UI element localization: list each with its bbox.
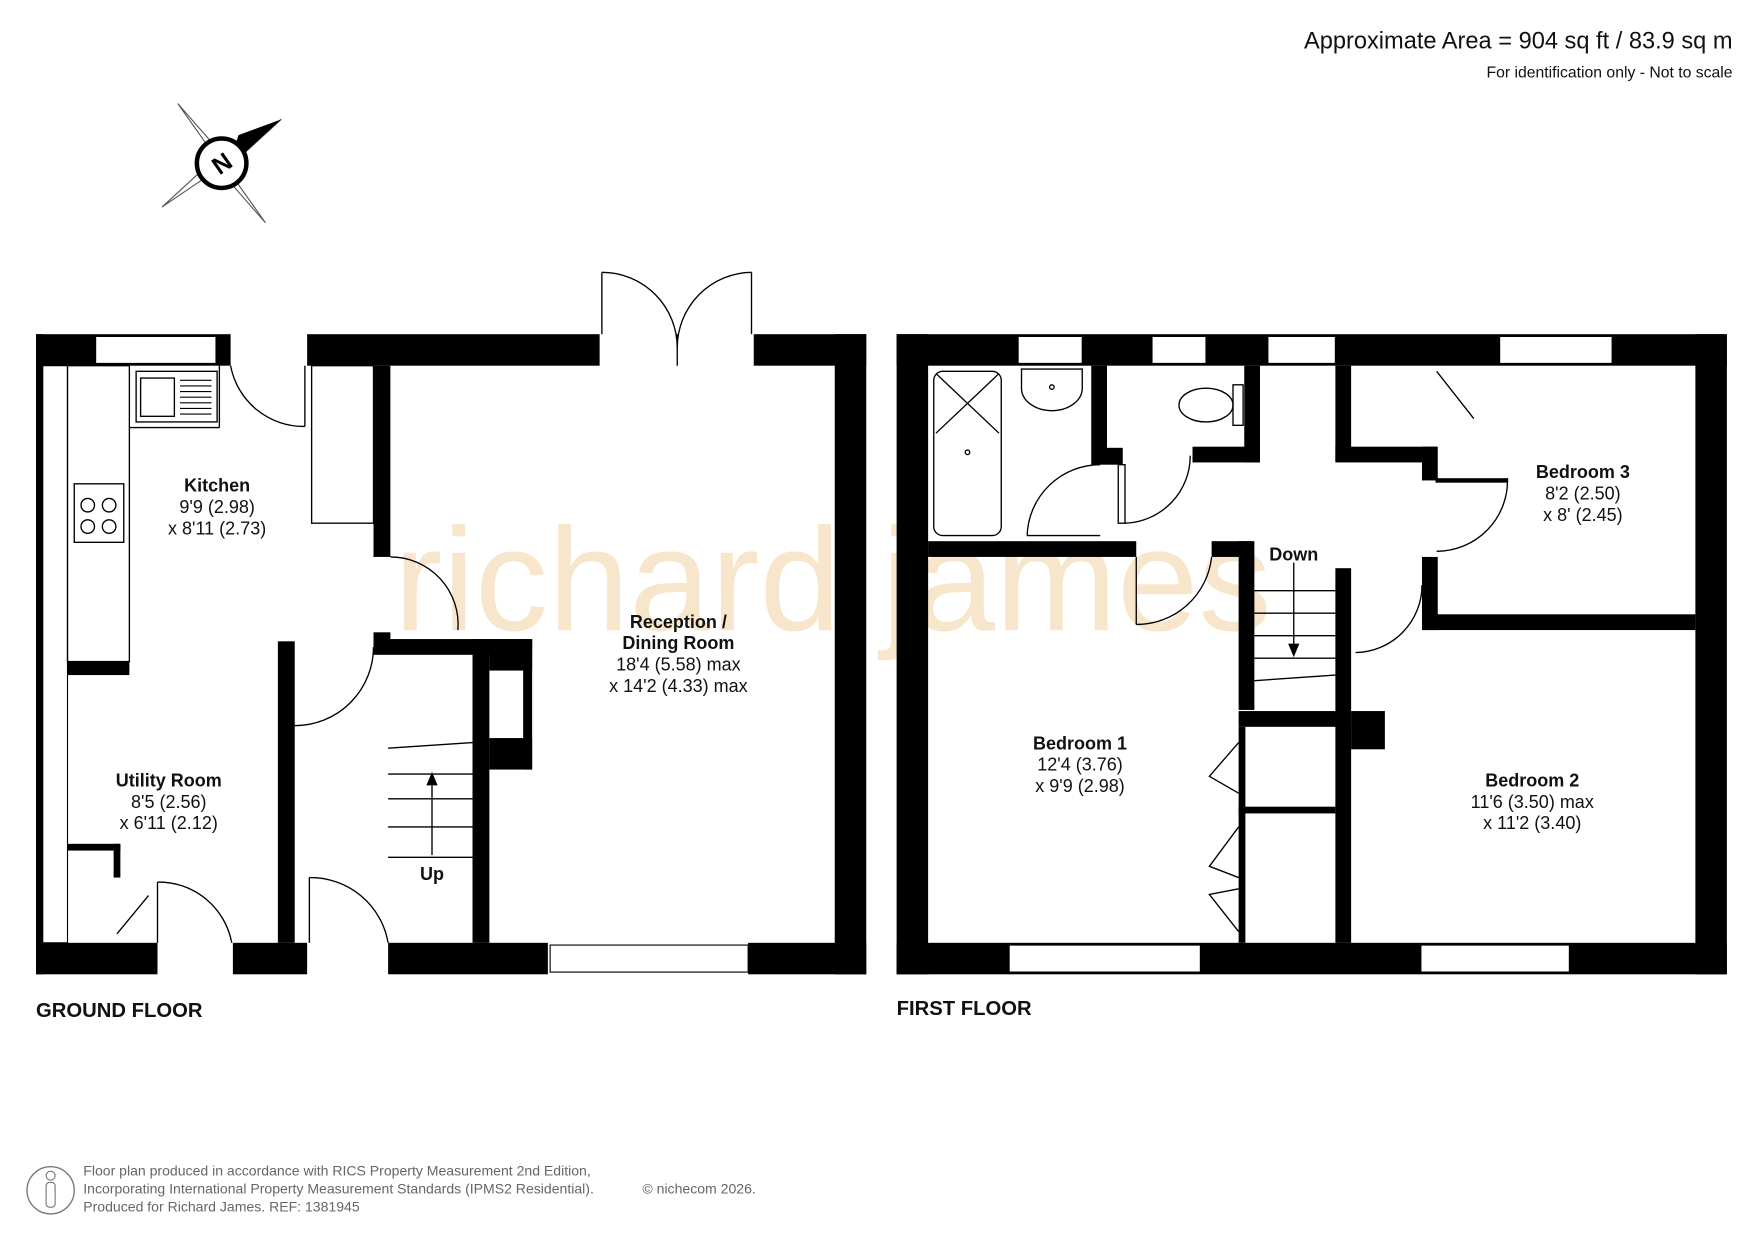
footer-line-3: Produced for Richard James. REF: 1381945 [83,1199,360,1215]
room-bedroom-3: Bedroom 3 8'2 (2.50) x 8' (2.45) [1536,462,1630,525]
ground-floor-plan [36,271,867,975]
svg-text:x 14'2 (4.33) max: x 14'2 (4.33) max [609,676,748,696]
svg-text:x 6'11 (2.12): x 6'11 (2.12) [120,813,218,833]
svg-text:x 9'9 (2.98): x 9'9 (2.98) [1035,776,1124,796]
svg-text:Dining Room: Dining Room [622,633,734,653]
first-floor-title: FIRST FLOOR [897,998,1032,1020]
room-bedroom-2: Bedroom 2 11'6 (3.50) max x 11'2 (3.40) [1471,770,1594,833]
svg-text:Bedroom 1: Bedroom 1 [1033,733,1127,753]
ground-floor-title: GROUND FLOOR [36,1000,203,1022]
room-utility: Utility Room 8'5 (2.56) x 6'11 (2.12) [116,770,222,833]
svg-text:Bedroom 2: Bedroom 2 [1485,770,1579,790]
svg-text:Reception /: Reception / [630,612,727,632]
svg-text:Bedroom 3: Bedroom 3 [1536,462,1630,482]
svg-text:Kitchen: Kitchen [184,476,250,496]
watermark: richard james [394,498,1272,661]
svg-text:x 8' (2.45): x 8' (2.45) [1543,505,1622,525]
svg-text:8'5 (2.56): 8'5 (2.56) [131,792,206,812]
svg-text:18'4 (5.58) max: 18'4 (5.58) max [616,655,741,675]
footer-line-1: Floor plan produced in accordance with R… [83,1163,591,1179]
first-floor-plan [896,334,1727,975]
compass-icon: N [161,103,282,224]
room-bedroom-1: Bedroom 1 12'4 (3.76) x 9'9 (2.98) [1033,733,1127,796]
footer-copyright: © nichecom 2026. [642,1181,755,1197]
person-icon [26,1166,75,1215]
scale-note: For identification only - Not to scale [1487,65,1733,82]
room-kitchen: Kitchen 9'9 (2.98) x 8'11 (2.73) [168,476,266,539]
svg-text:x 8'11 (2.73): x 8'11 (2.73) [168,518,266,538]
room-reception: Reception / Dining Room 18'4 (5.58) max … [609,612,748,696]
area-title: Approximate Area = 904 sq ft / 83.9 sq m [1304,28,1733,54]
stairs-up-label: Up [420,864,444,884]
svg-text:8'2 (2.50): 8'2 (2.50) [1545,484,1620,504]
svg-text:Utility Room: Utility Room [116,770,222,790]
footer-line-2: Incorporating International Property Mea… [83,1181,594,1197]
svg-text:12'4 (3.76): 12'4 (3.76) [1037,755,1123,775]
svg-text:11'6 (3.50) max: 11'6 (3.50) max [1471,792,1594,812]
svg-text:x 11'2 (3.40): x 11'2 (3.40) [1483,813,1581,833]
svg-text:9'9 (2.98): 9'9 (2.98) [179,497,254,517]
stairs-down-label: Down [1269,544,1318,564]
